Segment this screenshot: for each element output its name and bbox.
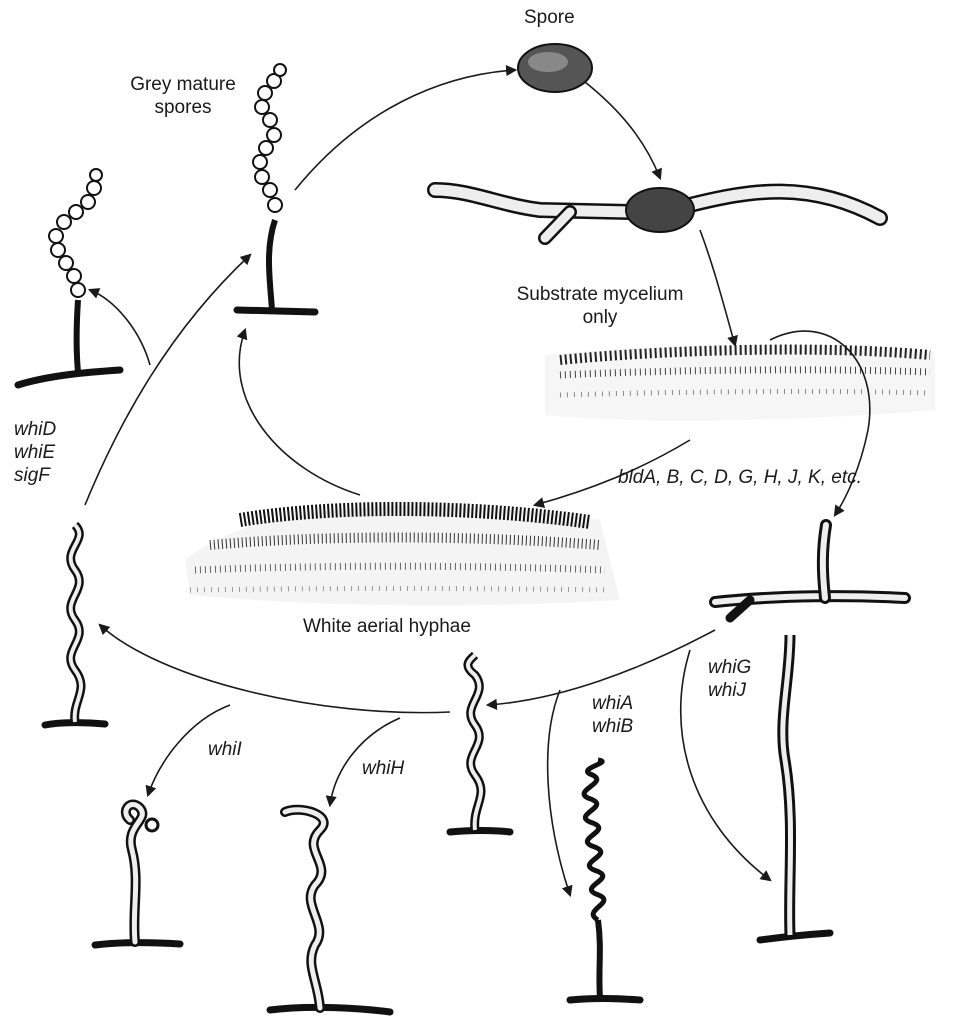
label-grey-mature-spores: Grey mature spores xyxy=(108,73,258,119)
label-whiD: whiD xyxy=(14,418,56,441)
arrow-center-to-coil-left xyxy=(100,625,450,713)
label-bld-genes: bldA, B, C, D, G, H, J, K, etc. xyxy=(618,466,862,489)
label-white-aerial-hyphae: White aerial hyphae xyxy=(303,615,471,638)
young-aerial-hypha xyxy=(715,525,905,618)
label-whiB: whiB xyxy=(592,715,633,738)
substrate-mycelium-mat xyxy=(545,345,935,420)
spore-chain-left xyxy=(18,169,120,385)
label-substrate-mycelium-line-1: Substrate mycelium xyxy=(485,283,715,306)
label-substrate-mycelium: Substrate mycelium only xyxy=(485,283,715,329)
coiled-hypha-center xyxy=(450,655,510,832)
label-grey-mature-spores-line-2: spores xyxy=(108,96,258,119)
curled-hypha-whiI xyxy=(95,805,180,945)
label-whiA: whiA xyxy=(592,692,633,715)
arrow-aerial-to-grey-spores xyxy=(239,330,360,495)
label-spore: Spore xyxy=(524,6,575,29)
label-whiG-whiJ: whiG whiJ xyxy=(708,656,751,702)
arrow-to-spore-chain-left xyxy=(90,290,150,365)
label-whiJ: whiJ xyxy=(708,679,751,702)
label-sigF: sigF xyxy=(14,464,56,487)
label-substrate-mycelium-line-2: only xyxy=(485,306,715,329)
label-whiH: whiH xyxy=(362,757,404,780)
germinating-spore-illustration xyxy=(435,188,880,238)
straight-hypha-whiG-whiJ xyxy=(760,635,830,940)
arrow-spore-to-germination xyxy=(585,82,660,178)
spore-illustration xyxy=(518,44,592,92)
arrow-grey-spores-to-spore xyxy=(295,70,515,190)
label-whiD-whiE-sigF: whiD whiE sigF xyxy=(14,418,56,487)
label-whiG: whiG xyxy=(708,656,751,679)
wavy-hypha-whiH xyxy=(270,810,390,1012)
label-whiA-whiB: whiA whiB xyxy=(592,692,633,738)
arrow-coil-left-to-grey-spores xyxy=(85,255,250,505)
label-grey-mature-spores-line-1: Grey mature xyxy=(108,73,258,96)
arrow-to-whiA-whiB xyxy=(548,690,570,895)
label-whiE: whiE xyxy=(14,441,56,464)
white-aerial-hyphae-mat xyxy=(185,506,620,606)
label-whiI: whiI xyxy=(208,738,242,761)
tight-coil-whiA-whiB xyxy=(570,760,640,1000)
coiled-hypha-left xyxy=(45,525,105,725)
